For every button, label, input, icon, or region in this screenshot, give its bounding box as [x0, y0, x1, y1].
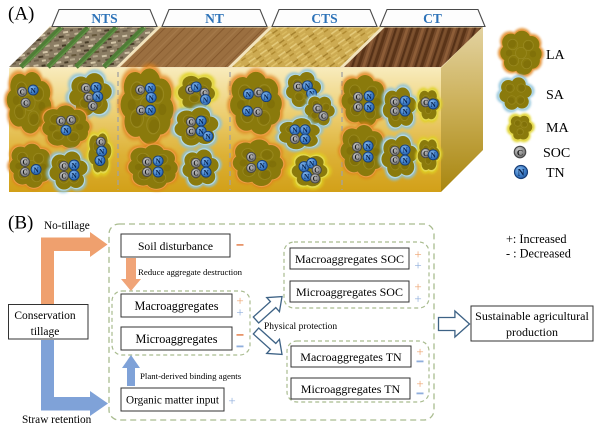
svg-text:Microaggregates SOC: Microaggregates SOC [296, 285, 403, 299]
svg-text:+: Increased: +: Increased [506, 232, 567, 246]
svg-text:NT: NT [205, 11, 224, 26]
svg-text:tillage: tillage [31, 326, 60, 338]
svg-text:- : Decreased: - : Decreased [506, 247, 571, 261]
svg-text:No-tillage: No-tillage [44, 220, 90, 232]
svg-text:CT: CT [423, 11, 442, 26]
svg-text:Soil disturbance: Soil disturbance [138, 240, 213, 253]
svg-text:+: + [414, 279, 421, 294]
svg-text:production: production [506, 325, 558, 339]
svg-text:+: + [416, 344, 423, 359]
svg-text:MA: MA [546, 121, 569, 136]
svg-text:Reduce aggregate destruction: Reduce aggregate destruction [138, 267, 243, 277]
svg-text:LA: LA [546, 48, 566, 63]
svg-text:TN: TN [546, 166, 565, 181]
svg-text:Organic matter input: Organic matter input [126, 395, 220, 407]
svg-text:(B): (B) [8, 213, 33, 234]
svg-text:Macroaggregates SOC: Macroaggregates SOC [295, 252, 404, 266]
svg-text:Macroaggregates TN: Macroaggregates TN [300, 350, 402, 364]
svg-text:Microaggregates: Microaggregates [136, 332, 218, 346]
svg-text:+: + [414, 258, 421, 273]
svg-text:Microaggregates TN: Microaggregates TN [301, 382, 401, 396]
svg-text:Sustainable agricultural: Sustainable agricultural [475, 309, 589, 323]
svg-text:(A): (A) [8, 4, 34, 25]
svg-text:SA: SA [546, 88, 565, 103]
svg-text:Physical protection: Physical protection [264, 322, 337, 332]
svg-text:+: + [236, 305, 243, 320]
svg-text:+: + [228, 393, 235, 408]
svg-text:SOC: SOC [543, 146, 570, 161]
svg-text:Straw retention: Straw retention [22, 414, 92, 426]
svg-text:+: + [414, 247, 421, 262]
svg-text:+: + [414, 291, 421, 306]
svg-text:Plant-derived binding agents: Plant-derived binding agents [140, 371, 242, 381]
svg-text:Conservation: Conservation [14, 310, 76, 322]
svg-text:CTS: CTS [311, 11, 337, 26]
svg-text:+: + [236, 293, 243, 308]
svg-text:Macroaggregates: Macroaggregates [135, 299, 219, 313]
svg-text:+: + [416, 376, 423, 391]
svg-text:NTS: NTS [91, 11, 117, 26]
